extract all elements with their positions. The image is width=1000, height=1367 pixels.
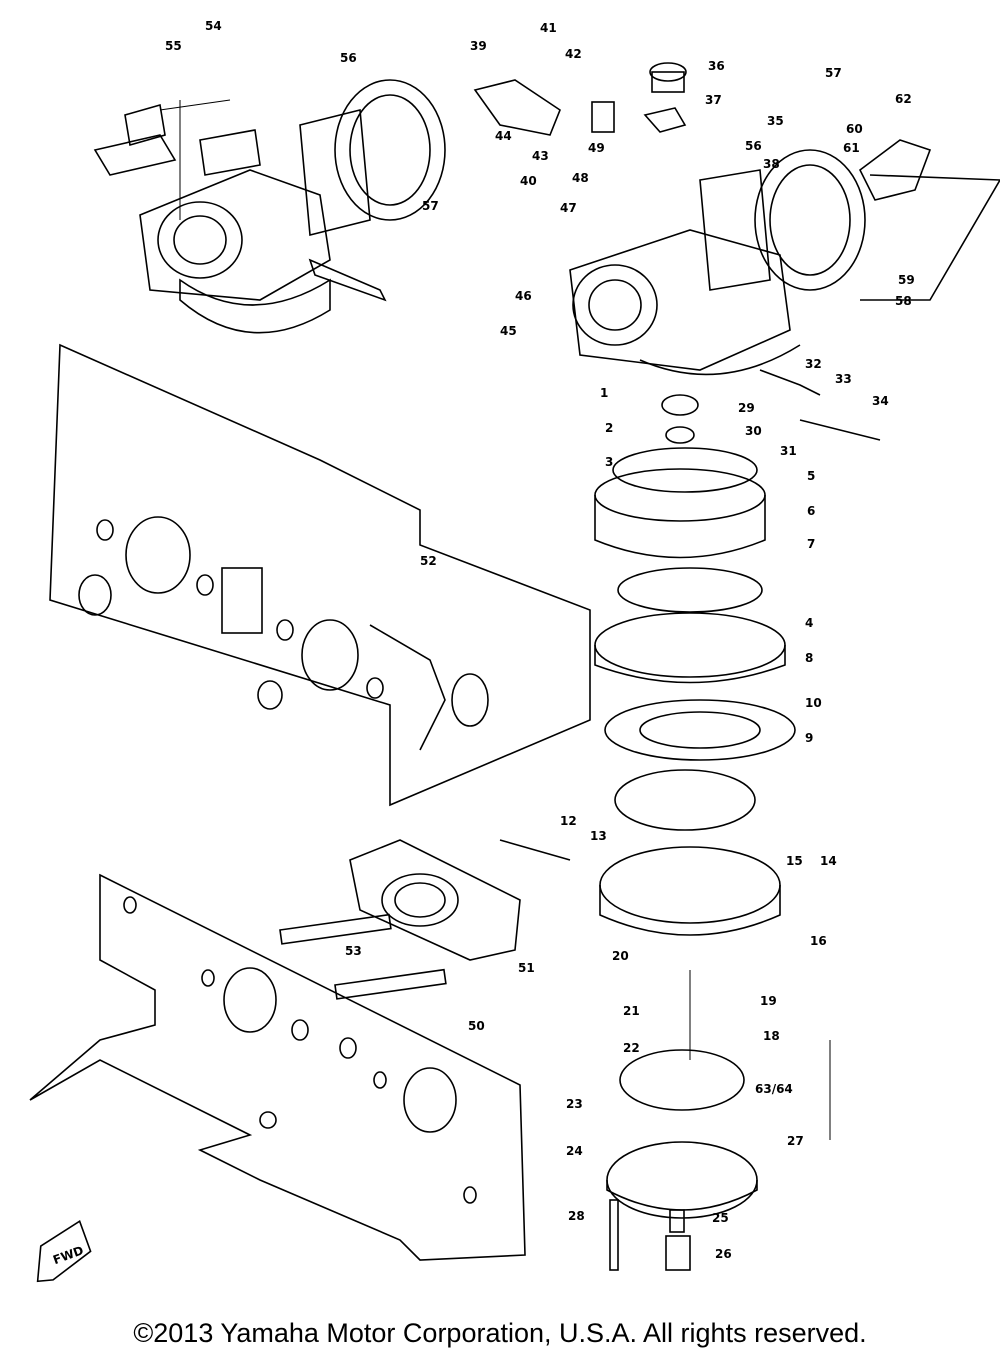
callout-25: 25 [712,1211,729,1225]
callout-54: 54 [205,19,222,33]
callout-28: 28 [568,1209,585,1223]
fwd-direction-badge: FWD [36,1220,92,1283]
callout-15: 15 [786,854,803,868]
callout-46: 46 [515,289,532,303]
callout-48: 48 [572,171,589,185]
callout-55: 55 [165,39,182,53]
callout-18: 18 [763,1029,780,1043]
callout-30: 30 [745,424,762,438]
carburetor-left [93,79,446,334]
callout-52: 52 [420,554,437,568]
callout-23: 23 [566,1097,583,1111]
callout-58: 58 [895,294,912,308]
callout-34: 34 [872,394,889,408]
callout-47: 47 [560,201,577,215]
callout-40: 40 [520,174,537,188]
callout-3: 3 [605,455,613,469]
callout-38: 38 [763,157,780,171]
callout-53: 53 [345,944,362,958]
studs-53 [279,913,447,1000]
callout-27: 27 [787,1134,804,1148]
callout-6: 6 [807,504,815,518]
callout-9: 9 [805,731,813,745]
callout-50: 50 [468,1019,485,1033]
callout-29: 29 [738,401,755,415]
callout-24: 24 [566,1144,583,1158]
callout-22: 22 [623,1041,640,1055]
callout-49: 49 [588,141,605,155]
callout-59: 59 [898,273,915,287]
callout-51: 51 [518,961,535,975]
callout-62: 62 [895,92,912,106]
callout-31: 31 [780,444,797,458]
callout-63-64: 63/64 [755,1082,793,1096]
callout-36: 36 [708,59,725,73]
callout-19: 19 [760,994,777,1008]
copyright-notice: ©2013 Yamaha Motor Corporation, U.S.A. A… [133,1318,867,1348]
callout-5: 5 [807,469,815,483]
callout-44: 44 [495,129,512,143]
callout-21: 21 [623,1004,640,1018]
callout-1: 1 [600,386,608,400]
callout-32: 32 [805,357,822,371]
callout-57: 57 [422,199,439,213]
fwd-label: FWD [51,1243,85,1267]
plate-52 [49,343,591,807]
callout-13: 13 [590,829,607,843]
callout-7: 7 [807,537,815,551]
callout-57-secondary: 57 [825,66,842,80]
callout-60: 60 [846,122,863,136]
callout-56-secondary: 56 [745,139,762,153]
callout-35: 35 [767,114,784,128]
callout-26: 26 [715,1247,732,1261]
callout-56: 56 [340,51,357,65]
exploded-parts-diagram: FWD 123456789101213141516181920212223242… [29,19,1000,1283]
callout-2: 2 [605,421,613,435]
float-bowl-stack [499,369,881,1271]
callout-16: 16 [810,934,827,948]
callout-42: 42 [565,47,582,61]
callout-39: 39 [470,39,487,53]
callout-10: 10 [805,696,822,710]
callout-14: 14 [820,854,837,868]
callout-20: 20 [612,949,629,963]
callout-4: 4 [805,616,813,630]
callout-61: 61 [843,141,860,155]
callout-8: 8 [805,651,813,665]
callout-41: 41 [540,21,557,35]
insulator-51 [349,839,521,961]
callout-labels: 1234567891012131415161819202122232425262… [165,19,915,1261]
callout-12: 12 [560,814,577,828]
callout-37: 37 [705,93,722,107]
callout-43: 43 [532,149,549,163]
callout-45: 45 [500,324,517,338]
callout-33: 33 [835,372,852,386]
plate-50 [29,873,526,1261]
carburetor-right [473,62,1000,376]
